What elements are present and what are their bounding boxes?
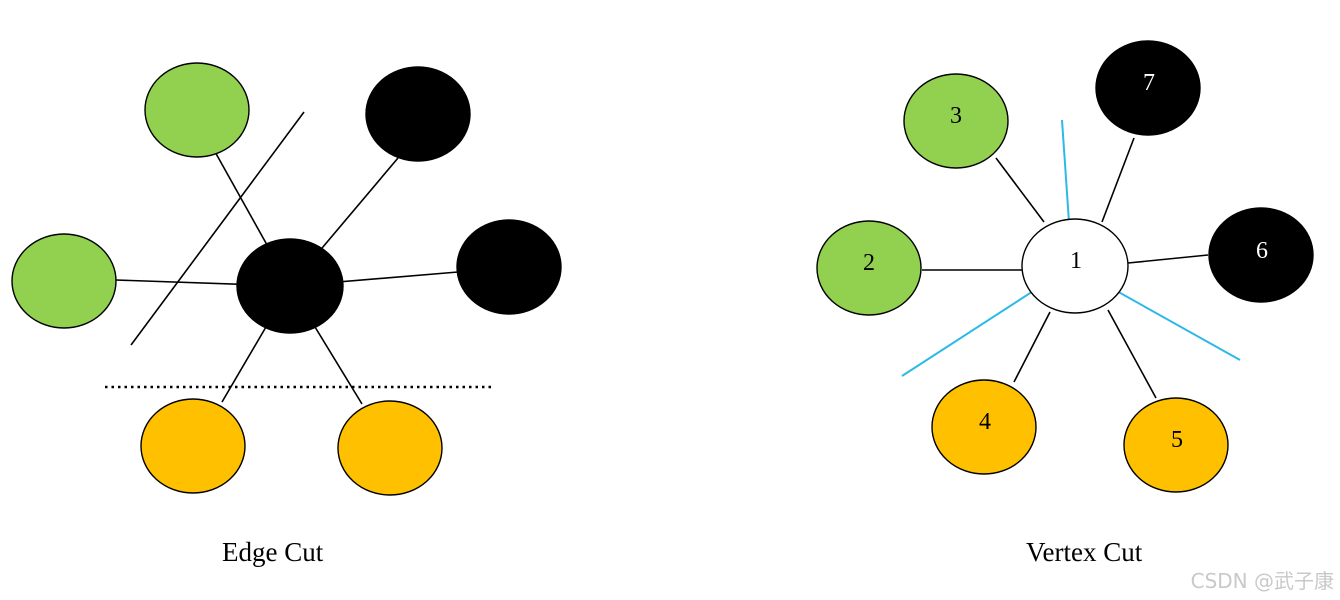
node-label-3: 3	[950, 103, 962, 129]
node-3	[903, 73, 1009, 169]
node-label-4: 4	[979, 409, 991, 435]
vertex-cut-diagram: 3 7 2 1 6 4 5 Vertex Cut	[816, 40, 1314, 567]
node-green-left	[11, 233, 117, 329]
node-label-7: 7	[1143, 70, 1155, 96]
node-label-1: 1	[1070, 248, 1082, 274]
edge-cut-line-solid	[130, 111, 305, 346]
node-1	[1021, 218, 1129, 314]
node-label-2: 2	[863, 250, 875, 276]
node-orange-bottom-left	[140, 398, 246, 494]
vertex-cut-caption: Vertex Cut	[1026, 537, 1143, 567]
node-orange-bottom-right	[337, 400, 443, 496]
node-black-center	[236, 238, 344, 334]
edge	[995, 157, 1045, 223]
watermark: CSDN @武子康	[1190, 569, 1334, 593]
node-4	[931, 379, 1037, 475]
edge	[1127, 254, 1209, 264]
node-7	[1095, 40, 1201, 136]
node-label-6: 6	[1256, 238, 1268, 264]
node-5	[1123, 397, 1229, 493]
edge-cut-diagram: Edge Cut	[11, 62, 562, 567]
edge-cut-caption: Edge Cut	[222, 537, 324, 567]
node-2	[816, 220, 922, 316]
node-green-top	[144, 62, 250, 158]
edge	[1013, 311, 1051, 383]
edge	[1107, 309, 1157, 399]
node-black-right	[456, 219, 562, 315]
edge	[1101, 137, 1135, 223]
node-black-top-right	[365, 66, 471, 162]
node-6	[1208, 207, 1314, 303]
node-label-5: 5	[1171, 427, 1183, 453]
